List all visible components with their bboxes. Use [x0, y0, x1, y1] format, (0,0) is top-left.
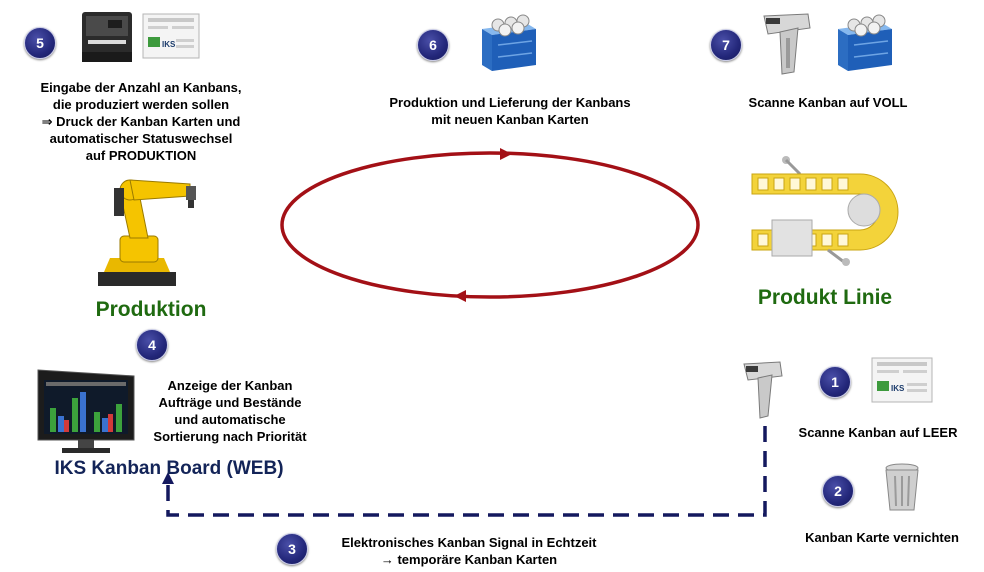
kanban-board-monitor-icon	[37, 369, 135, 453]
step-6-badge: 6	[417, 29, 449, 61]
step-4-badge: 4	[136, 329, 168, 361]
card-logo-text: IKS	[162, 40, 176, 49]
step-3-text: Elektronisches Kanban Signal in Echtzeit…	[316, 534, 622, 568]
cycle-arrow-left	[454, 290, 466, 302]
step-7-badge: 7	[710, 29, 742, 61]
step-5-line-1: Eingabe der Anzahl an Kanbans,	[40, 80, 242, 95]
barcode-scanner-icon-2	[743, 361, 783, 419]
step-4-line-4: Sortierung nach Priorität	[153, 429, 307, 444]
step-3-line-2: → temporäre Kanban Karten	[380, 552, 558, 567]
step-3-badge: 3	[276, 533, 308, 565]
step-5-line-4: automatischer Statuswechsel	[49, 131, 233, 146]
produktion-title: Produktion	[95, 298, 207, 321]
kanban-bin-full-icon	[482, 14, 536, 71]
kanban-board-title: IKS Kanban Board (WEB)	[54, 458, 284, 479]
kanban-card-icon: IKS	[142, 13, 200, 59]
kanban-card-icon-2: IKS	[871, 357, 933, 403]
step-4-line-3: und automatische	[174, 412, 286, 427]
step-1-badge: 1	[819, 366, 851, 398]
signal-dashed-line	[166, 426, 767, 517]
step-2-badge: 2	[822, 475, 854, 507]
kanban-bin-full-icon-2	[838, 14, 892, 71]
step-6-line-2: mit neuen Kanban Karten	[431, 112, 589, 127]
step-5-line-5: auf PRODUKTION	[85, 148, 197, 163]
step-5-text: Eingabe der Anzahl an Kanbans, die produ…	[10, 79, 272, 164]
label-printer-icon	[82, 12, 132, 62]
produkt-linie-title: Produkt Linie	[757, 286, 893, 309]
step-3-line-1: Elektronisches Kanban Signal in Echtzeit	[341, 535, 597, 550]
step-1-text: Scanne Kanban auf LEER	[798, 425, 958, 440]
step-4-line-1: Anzeige der Kanban	[167, 378, 293, 393]
production-line-conveyor-icon	[751, 156, 899, 266]
step-4-line-2: Aufträge und Bestände	[158, 395, 302, 410]
signal-arrow-up	[162, 472, 174, 484]
step-5-line-2: die produziert werden sollen	[52, 97, 230, 112]
cycle-ellipse	[280, 151, 700, 299]
step-5-badge: 5	[24, 27, 56, 59]
trash-bin-icon	[885, 463, 919, 511]
step-6-text: Produktion und Lieferung der Kanbans mit…	[330, 94, 690, 128]
step-5-line-3: ⇒ Druck der Kanban Karten und	[41, 114, 241, 129]
step-4-text: Anzeige der Kanban Aufträge und Bestände…	[120, 377, 340, 445]
step-2-text: Kanban Karte vernichten	[805, 530, 959, 545]
card-logo-text-2: IKS	[891, 384, 905, 393]
industrial-robot-icon	[98, 179, 196, 286]
step-6-line-1: Produktion und Lieferung der Kanbans	[389, 95, 631, 110]
step-7-text: Scanne Kanban auf VOLL	[748, 95, 908, 110]
cycle-arrow-right	[500, 148, 512, 160]
barcode-scanner-icon	[763, 13, 811, 75]
